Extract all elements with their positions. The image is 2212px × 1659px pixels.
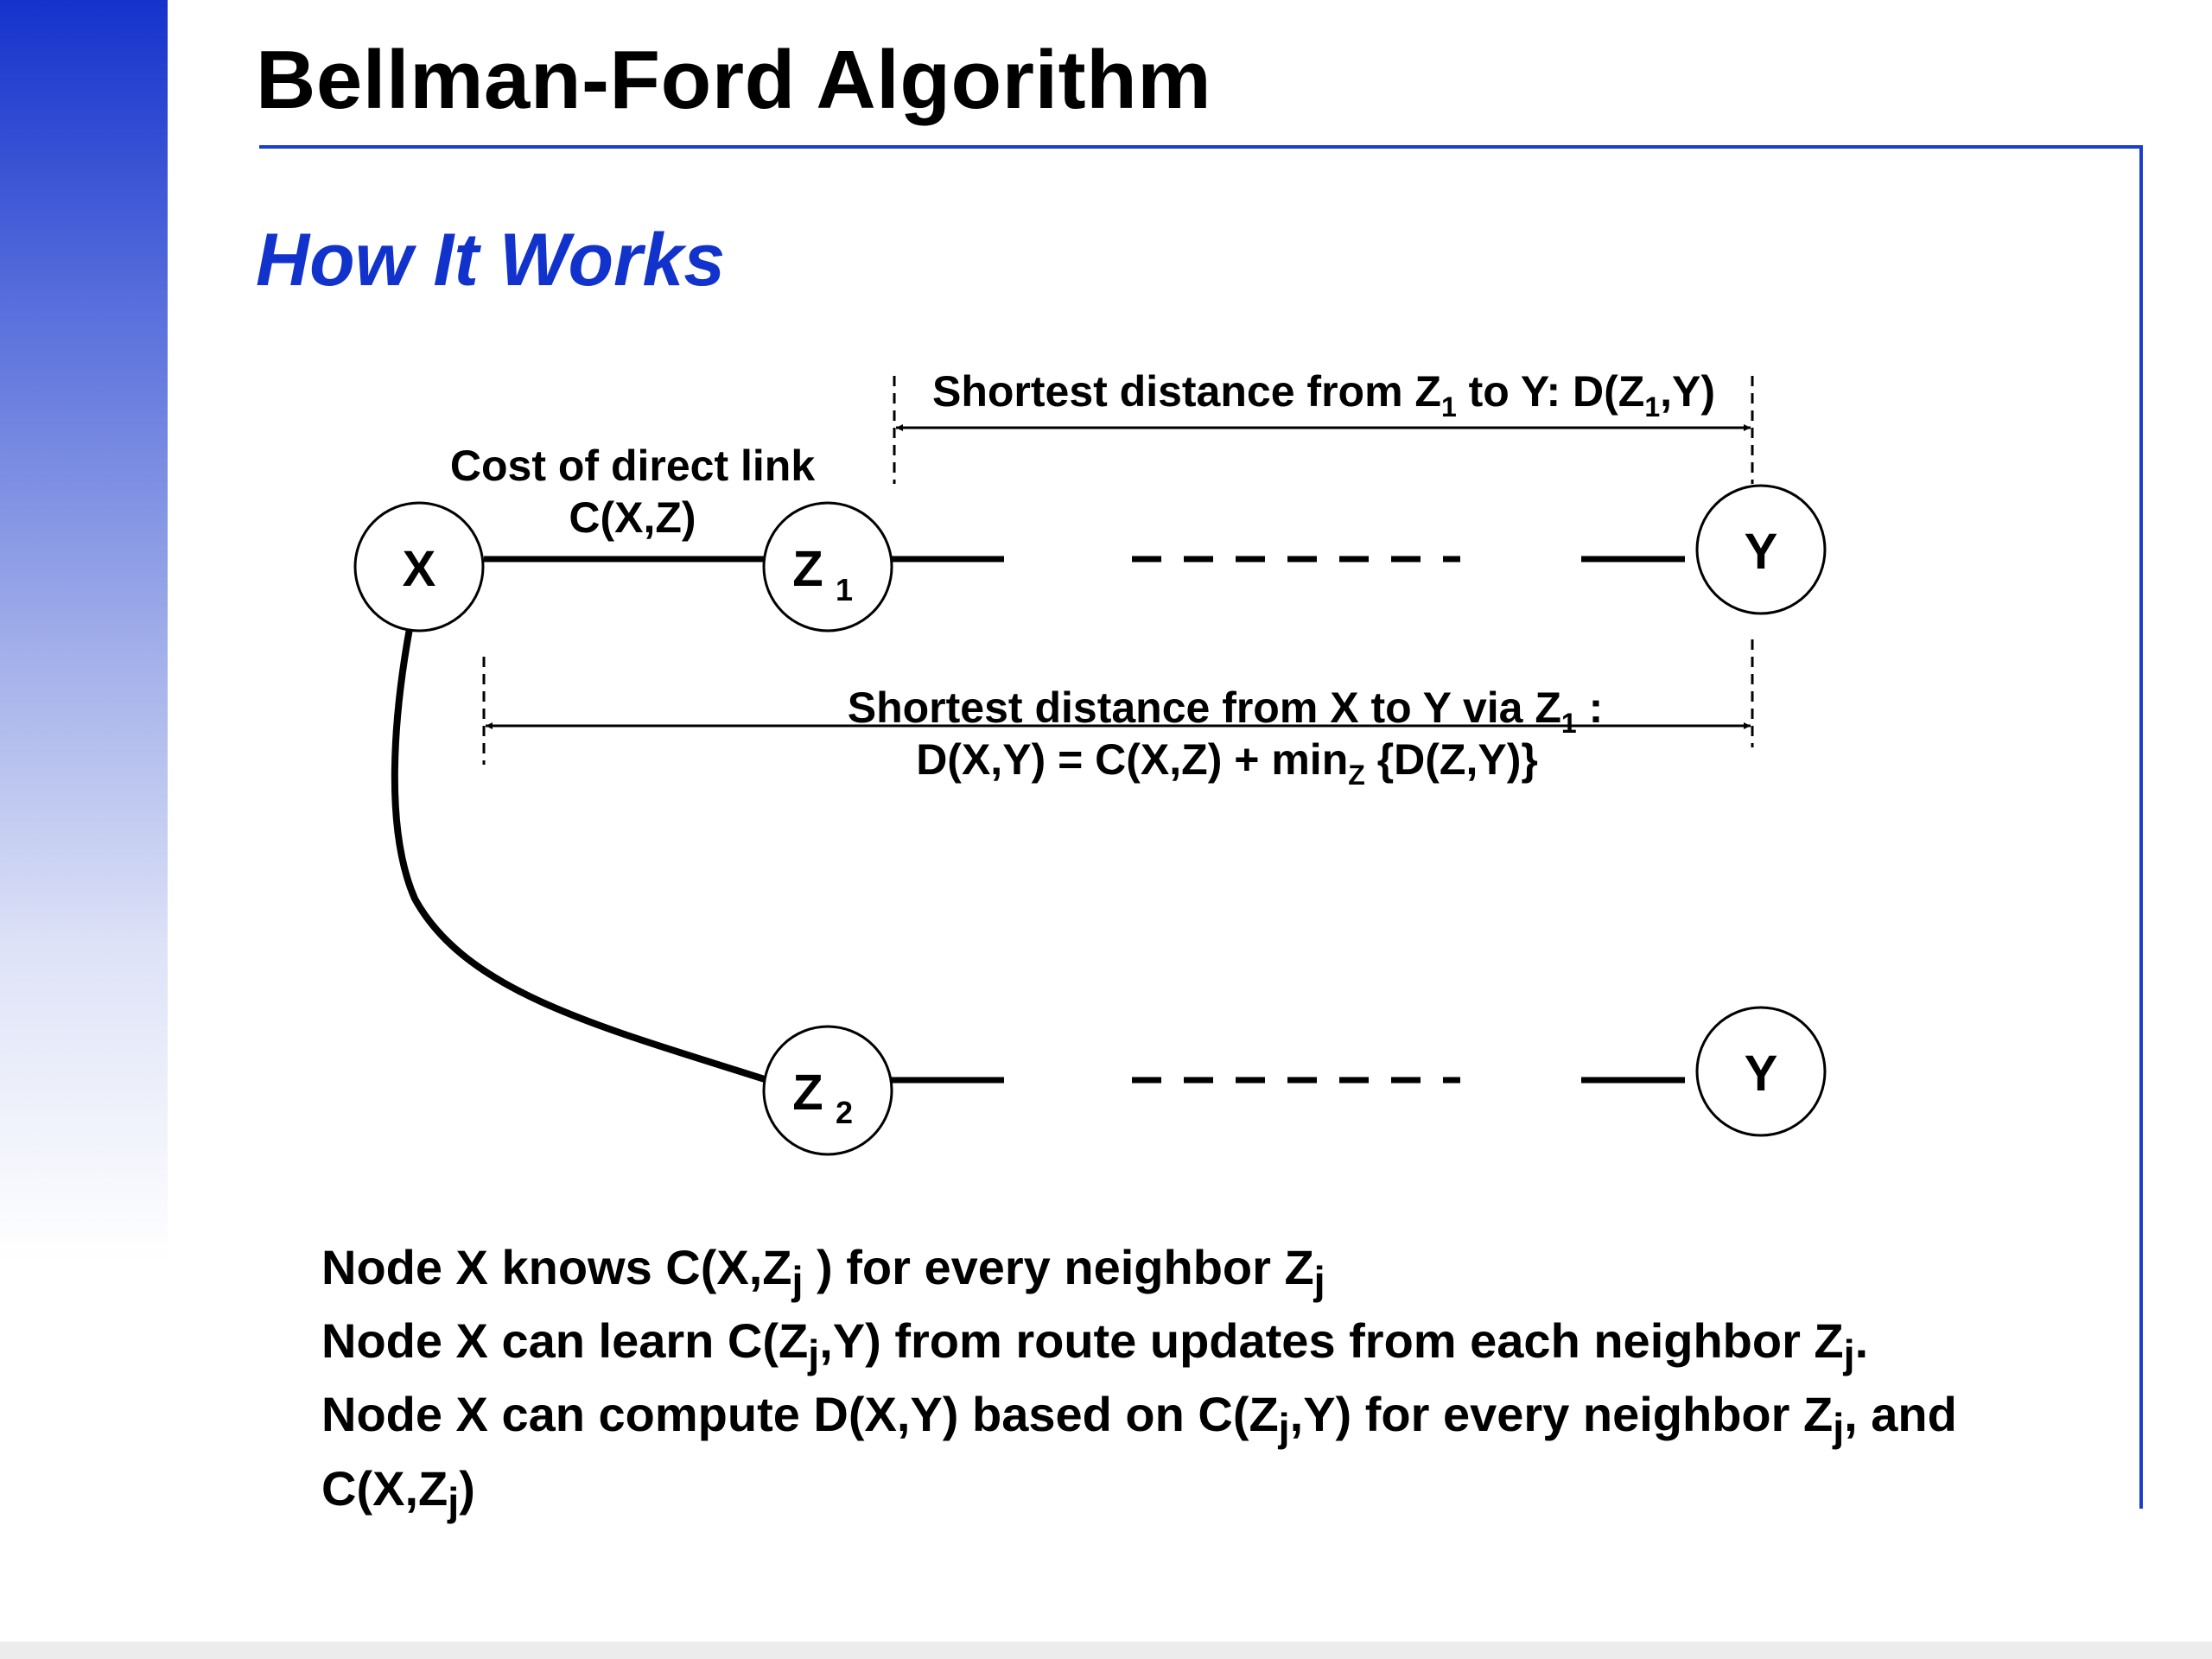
note-text: ) for every neighbor Z [803,1240,1314,1294]
frame-border-right [2139,145,2143,1509]
note-text: . [1854,1313,1869,1369]
label-shortest-z1-y-sub2: 1 [1644,391,1660,423]
slide-subtitle: How It Works [256,219,726,302]
note-line: Node X can learn C(Zj,Y) from route upda… [321,1311,2101,1384]
label-shortest-z1-y: Shortest distance from Z1 to Y: D(Z1,Y) [932,367,1715,423]
note-subscript: j [448,1478,460,1524]
node-y-bottom: Y [1695,1006,1827,1137]
node-y-bottom-circle [1695,1006,1827,1137]
note-text: Node X knows C(X,Z [321,1240,792,1294]
label-distance-formula-part1: D(X,Y) = C(X,Z) + min [916,735,1348,784]
note-text: C(X,Z [321,1460,448,1516]
note-line: C(X,Zj) [321,1459,2101,1532]
note-subscript: j [808,1332,820,1377]
node-z1: Z 1 [762,501,893,632]
note-subscript: j [1313,1258,1325,1304]
label-shortest-x-y-sub: 1 [1561,708,1577,739]
node-z1-subscript: 1 [836,572,853,607]
label-direct-link-cost: Cost of direct link [450,442,815,490]
label-direct-link-formula: C(X,Z) [569,493,696,542]
note-text: , and [1844,1387,1957,1442]
note-text: ) [459,1460,475,1516]
node-x-label: X [403,541,436,597]
node-z2: Z 2 [762,1025,893,1156]
label-distance-formula-sub: Z [1348,760,1365,791]
note-text: ,Y) from route updates from each neighbo… [819,1313,1844,1369]
note-text: Node X can compute D(X,Y) based on C(Z [321,1387,1279,1442]
label-shortest-x-y-part1: Shortest distance from X to Y via Z [848,683,1561,732]
note-subscript: j [1278,1405,1290,1451]
explanation-notes: Node X knows C(X,Zj ) for every neighbor… [321,1237,2101,1532]
label-shortest-z1-y-sub1: 1 [1441,391,1457,423]
sidebar-gradient [0,0,168,1262]
node-y-top: Y [1695,484,1827,615]
label-distance-formula-part2: {D(Z,Y)} [1365,735,1538,784]
label-shortest-z1-y-part1: Shortest distance from Z [932,367,1441,416]
node-y-top-circle [1695,484,1827,615]
footer-strip [0,1642,2212,1659]
node-z2-subscript: 2 [836,1095,853,1130]
note-subscript: j [1833,1405,1845,1451]
title-divider [259,145,2143,149]
label-shortest-z1-y-part3: ,Y) [1660,367,1715,416]
slide-title: Bellman-Ford Algorithm [256,34,1212,126]
node-z2-circle [762,1025,893,1156]
node-z1-label: Z [792,541,823,597]
note-line: Node X knows C(X,Zj ) for every neighbor… [321,1237,2101,1311]
label-shortest-z1-y-part2: to Y: D(Z [1457,367,1645,416]
node-x: X [353,501,485,632]
node-y-top-label: Y [1745,524,1778,580]
link-x-z2 [391,623,769,1084]
label-shortest-x-y: Shortest distance from X to Y via Z1 : [848,683,1604,739]
note-line: Node X can compute D(X,Y) based on C(Zj,… [321,1384,2101,1458]
note-subscript: j [791,1258,804,1304]
node-z2-label: Z [792,1065,823,1121]
label-shortest-x-y-part2: : [1577,683,1604,732]
note-text: Node X can learn C(Z [321,1313,809,1369]
node-x-circle [353,501,485,632]
note-subscript: j [1843,1332,1855,1377]
label-distance-formula: D(X,Y) = C(X,Z) + minZ {D(Z,Y)} [916,735,1538,791]
node-z1-circle [762,501,893,632]
node-y-bottom-label: Y [1745,1046,1778,1102]
note-text: ,Y) for every neighbor Z [1289,1387,1834,1442]
